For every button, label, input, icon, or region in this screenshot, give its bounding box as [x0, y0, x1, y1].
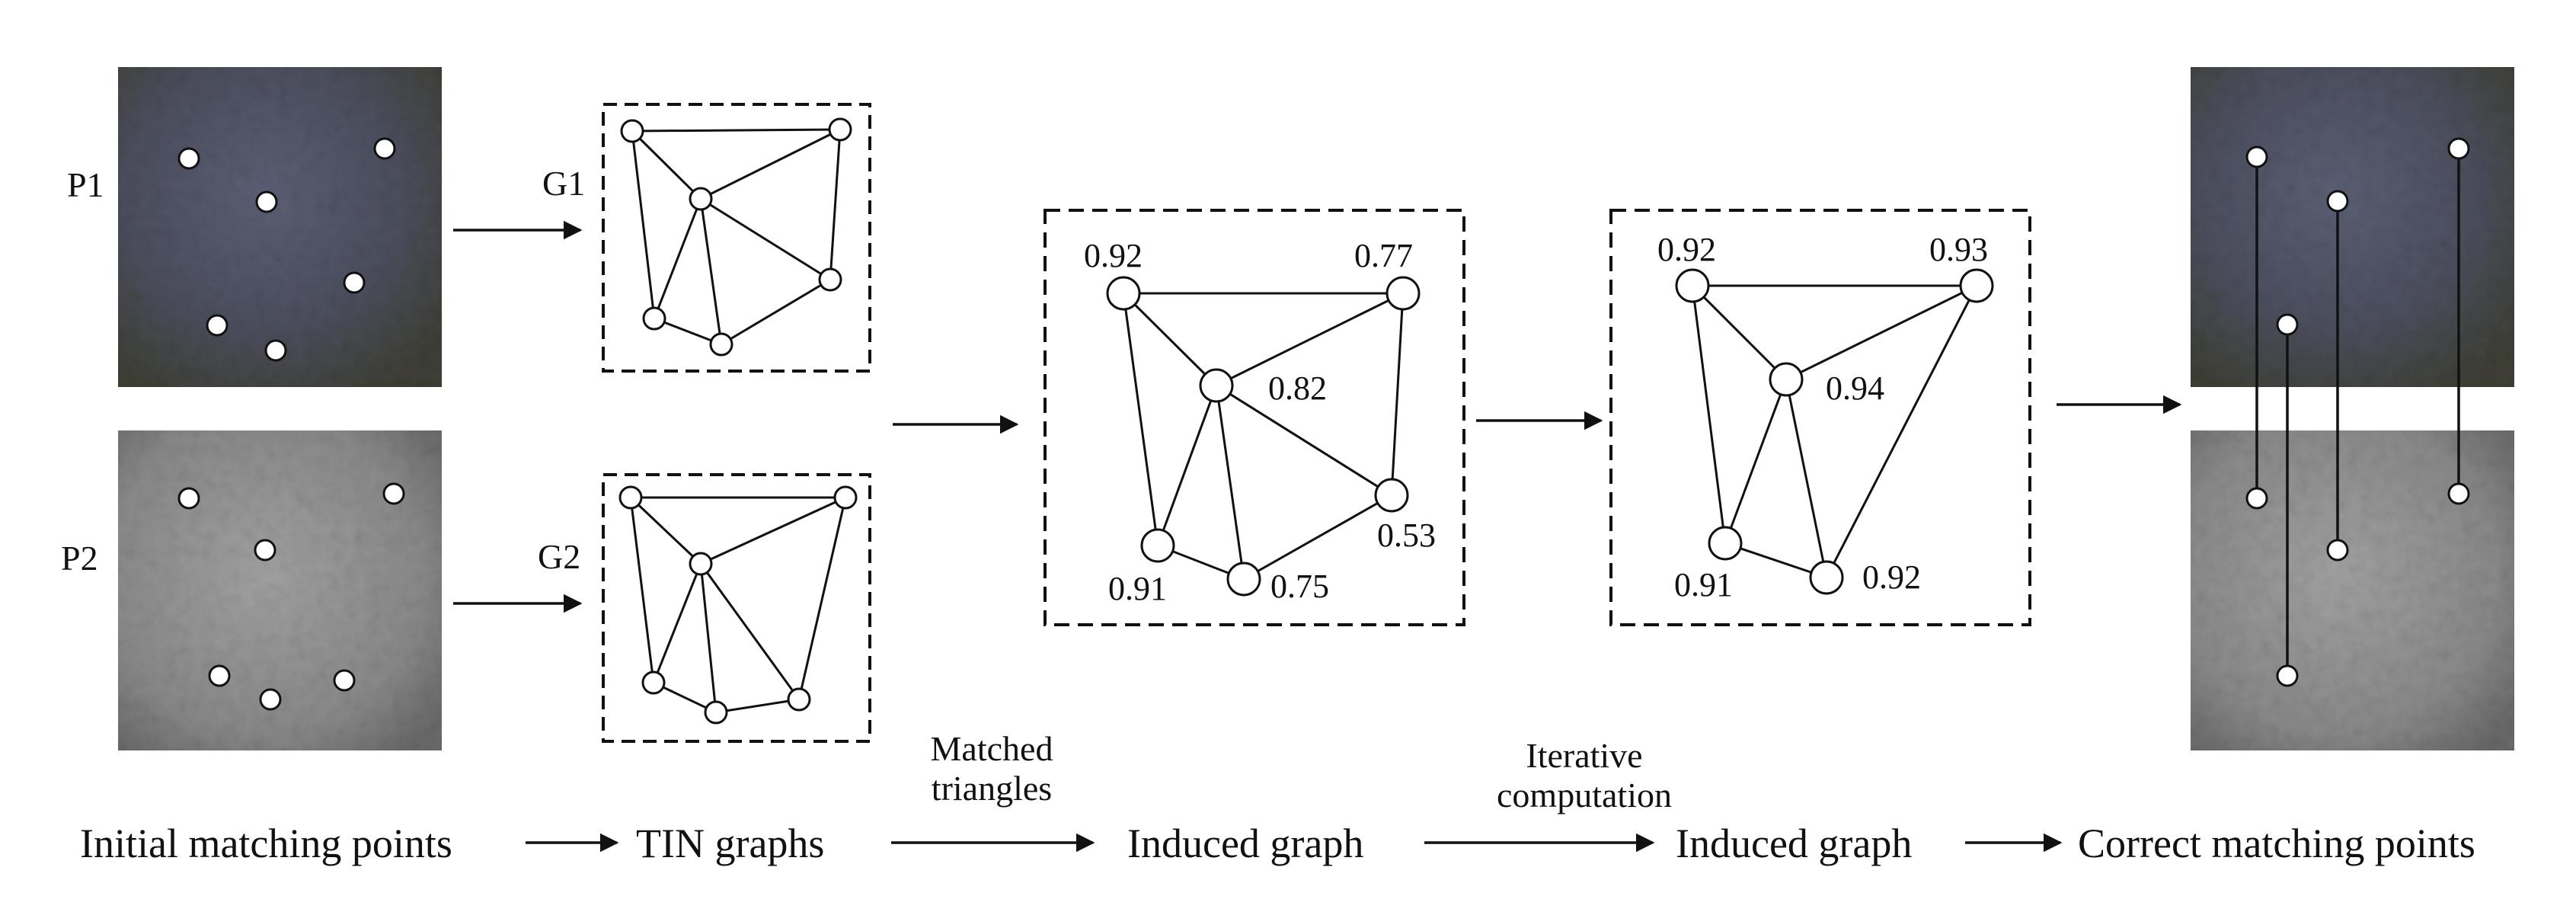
tin-graph-g2: [602, 473, 871, 743]
pipeline-row: Initial matching points TIN graphs Match…: [80, 729, 2475, 866]
step-induced-graph-1: Induced graph: [1127, 821, 1363, 866]
induced1-value: 0.91: [1108, 570, 1167, 607]
p1-points: [177, 137, 396, 362]
p1-label: P1: [67, 165, 104, 204]
transition-matched-triangles-line1: Matched: [931, 729, 1053, 768]
image-p1: [118, 67, 442, 387]
induced1-value: 0.75: [1270, 568, 1329, 605]
induced-graph-1: 0.92 0.77 0.82 0.53 0.91 0.75: [1044, 209, 1465, 626]
result-image-p1: [2191, 67, 2514, 387]
induced2-value: 0.92: [1657, 231, 1716, 268]
induced2-value: 0.91: [1674, 566, 1733, 603]
step-induced-graph-2: Induced graph: [1676, 821, 1912, 866]
tin-graph-g1: [602, 103, 871, 373]
induced1-value: 0.53: [1377, 517, 1436, 554]
transition-matched-triangles-line2: triangles: [932, 769, 1052, 808]
g1-label: G1: [542, 164, 585, 203]
result-points: [2245, 137, 2470, 687]
transition-iterative-line2: computation: [1497, 776, 1672, 814]
correspondence-lines: [2255, 149, 2460, 676]
induced1-value: 0.82: [1268, 370, 1327, 407]
step-tin-graphs: TIN graphs: [636, 821, 824, 866]
step-correct-matching-points: Correct matching points: [2078, 821, 2475, 866]
p2-points: [177, 482, 405, 711]
transition-iterative-line1: Iterative: [1526, 736, 1642, 775]
induced1-value: 0.92: [1084, 237, 1143, 274]
induced1-value: 0.77: [1354, 237, 1413, 274]
induced-graph-2: 0.92 0.93 0.94 0.91 0.92: [1609, 209, 2031, 626]
induced2-value: 0.94: [1826, 370, 1884, 407]
g2-label: G2: [538, 537, 580, 576]
result-image-p2: [2191, 430, 2514, 750]
step-initial-matching-points: Initial matching points: [80, 821, 452, 866]
p2-label: P2: [61, 539, 98, 578]
induced2-value: 0.93: [1929, 231, 1988, 268]
induced2-value: 0.92: [1862, 558, 1921, 596]
